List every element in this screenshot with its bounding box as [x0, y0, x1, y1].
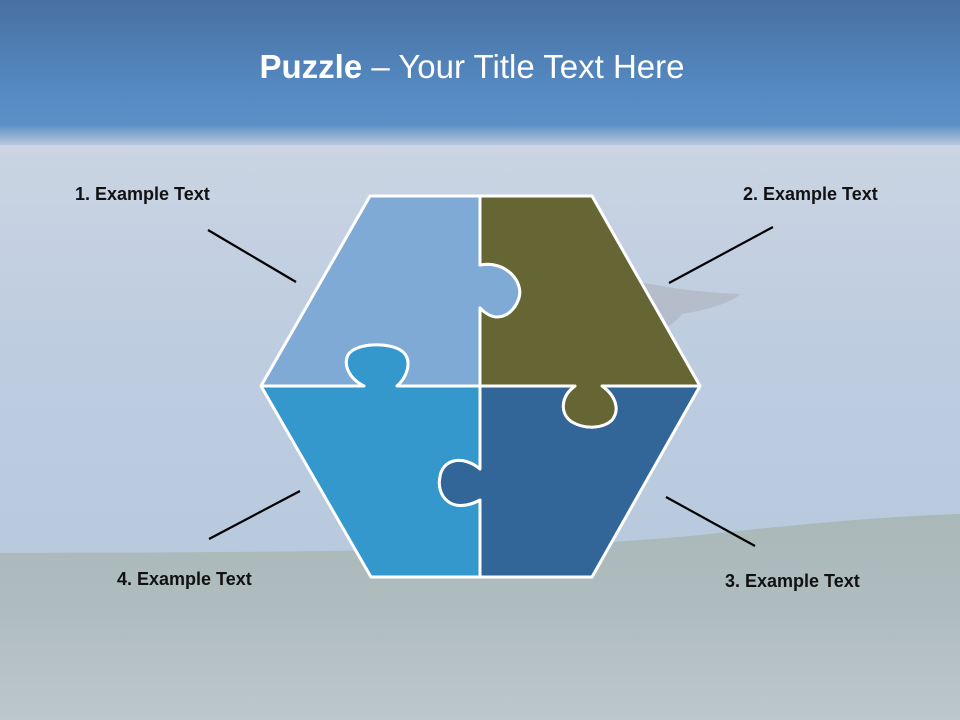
connector-line-1 [207, 229, 297, 283]
bird-silhouette [640, 282, 740, 326]
connector-line-2 [668, 226, 774, 284]
title-rest-part: – Your Title Text Here [362, 48, 685, 85]
connector-line-3 [665, 496, 756, 547]
slide-title: Puzzle – Your Title Text Here [0, 48, 944, 86]
label-item-2: 2. Example Text [743, 184, 878, 204]
puzzle-piece-2-body [478, 194, 702, 429]
label-item-4: 4. Example Text [117, 569, 252, 589]
title-band [0, 0, 960, 145]
title-bold-part: Puzzle [259, 48, 363, 85]
label-item-1: 1. Example Text [75, 184, 210, 204]
label-item-3: 3. Example Text [725, 571, 860, 591]
connector-line-4 [208, 490, 301, 540]
